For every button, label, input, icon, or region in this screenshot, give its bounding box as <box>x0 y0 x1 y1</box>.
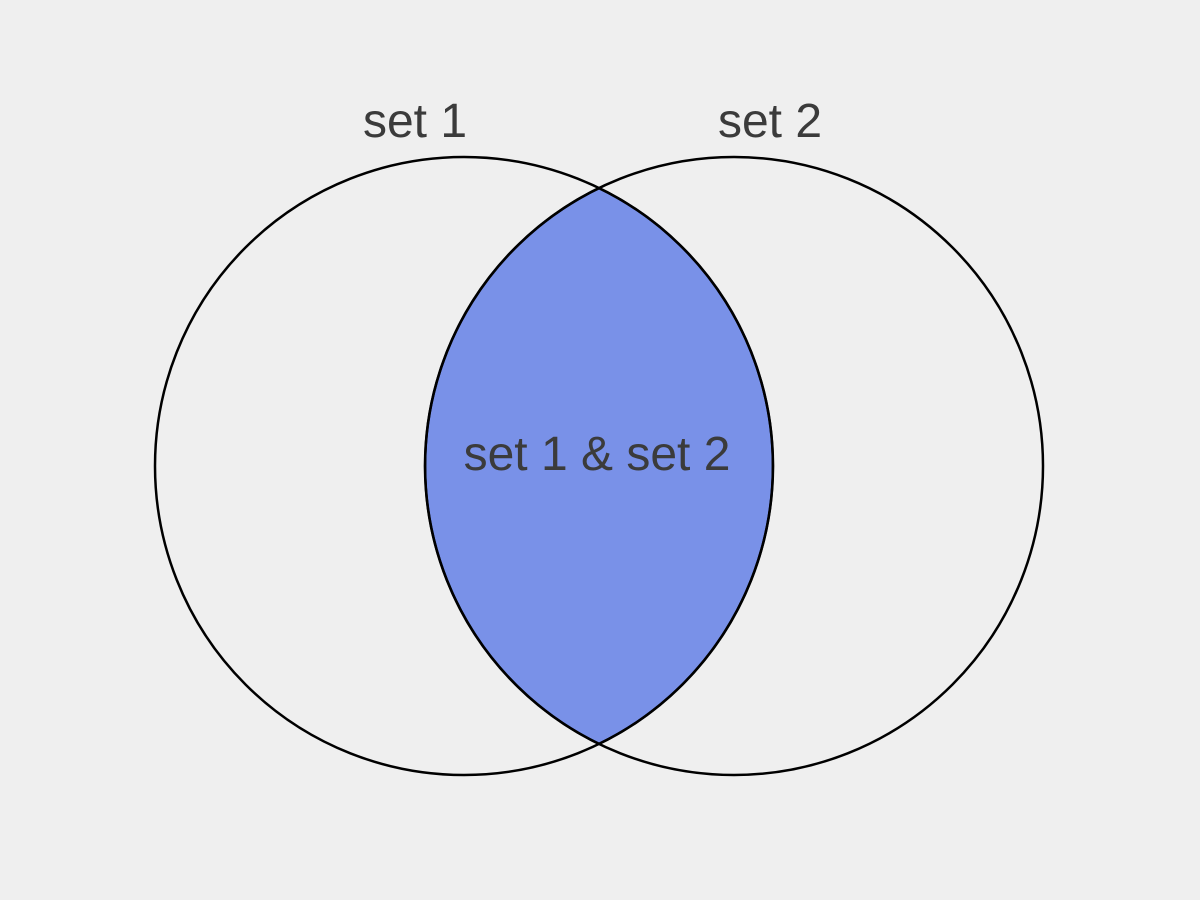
intersection-label: set 1 & set 2 <box>464 428 731 481</box>
set1-circle <box>153 155 775 777</box>
set2-circle <box>423 155 1045 777</box>
set1-label: set 1 <box>363 95 467 148</box>
set2-label: set 2 <box>718 95 822 148</box>
